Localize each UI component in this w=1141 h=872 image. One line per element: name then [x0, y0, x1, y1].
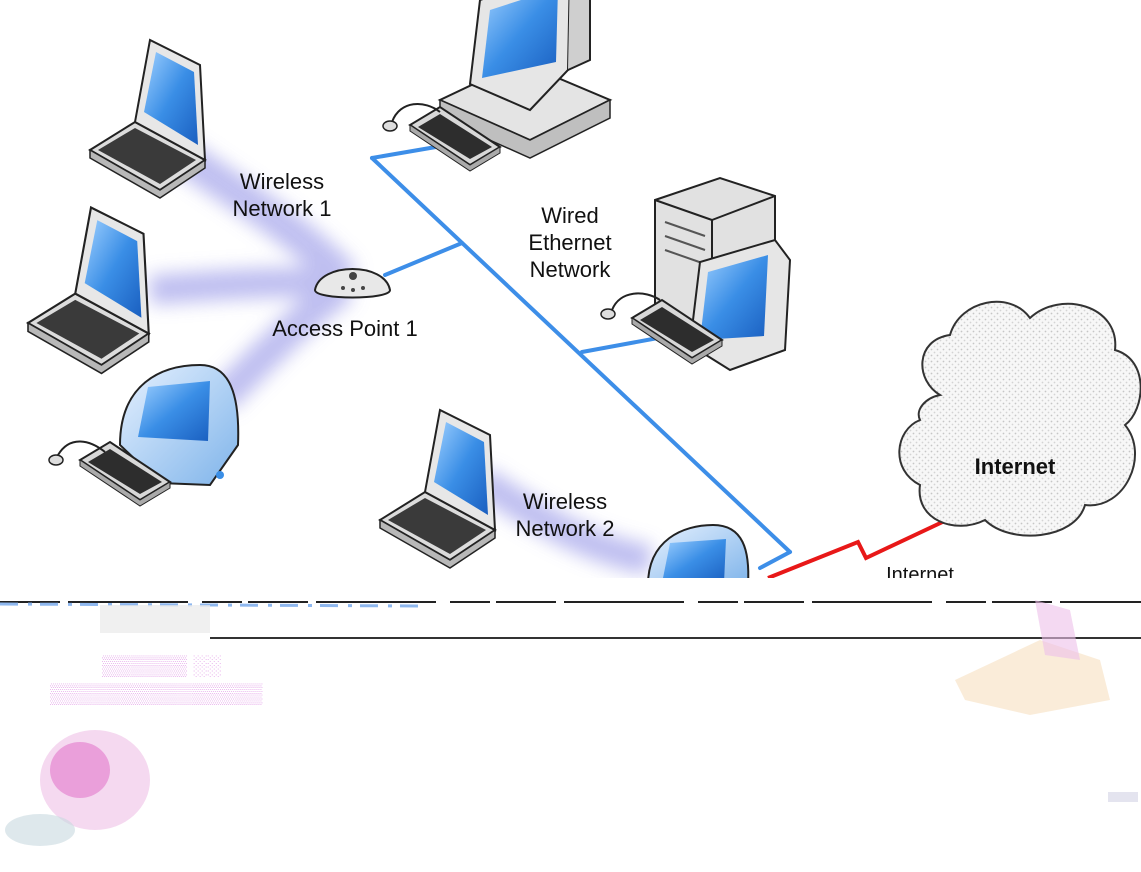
label-wired-ethernet-network: Wired Ethernet Network — [528, 203, 612, 282]
svg-text:▒▒▒▒▒▒▒▒▒▒▒▒▒▒▒: ▒▒▒▒▒▒▒▒▒▒▒▒▒▒▒ — [50, 683, 263, 705]
label-access-point-1: Access Point 1 — [272, 316, 418, 341]
mouse-cable — [57, 440, 106, 456]
laptop-icon — [379, 409, 496, 569]
svg-text:▒▒▒▒▒▒ ░░: ▒▒▒▒▒▒ ░░ — [102, 655, 222, 677]
access-point-icon — [313, 268, 392, 299]
internet-link — [767, 508, 969, 580]
label-wireless-network-1: Wireless Network 1 — [232, 169, 332, 221]
rendering-artifact-band: ▒▒▒▒▒▒ ░░ ▒▒▒▒▒▒▒▒▒▒▒▒▒▒▒ — [0, 578, 1141, 867]
mouse-icon — [600, 308, 616, 320]
label-internet-link: Internet — [886, 564, 954, 578]
mouse-cable — [611, 292, 661, 311]
label-internet: Internet — [974, 454, 1056, 479]
imac-icon — [118, 363, 240, 487]
mouse-cable — [391, 102, 441, 123]
ethernet-cable — [370, 140, 792, 570]
mouse-icon — [48, 454, 64, 466]
internet-cloud-icon — [898, 300, 1141, 537]
mouse-icon — [382, 120, 398, 132]
imac-icon — [646, 523, 750, 586]
laptop-icon — [26, 206, 150, 375]
wireless-haze-network-2 — [471, 467, 653, 575]
label-wireless-network-2: Wireless Network 2 — [515, 489, 615, 541]
laptop-icon — [89, 39, 206, 199]
